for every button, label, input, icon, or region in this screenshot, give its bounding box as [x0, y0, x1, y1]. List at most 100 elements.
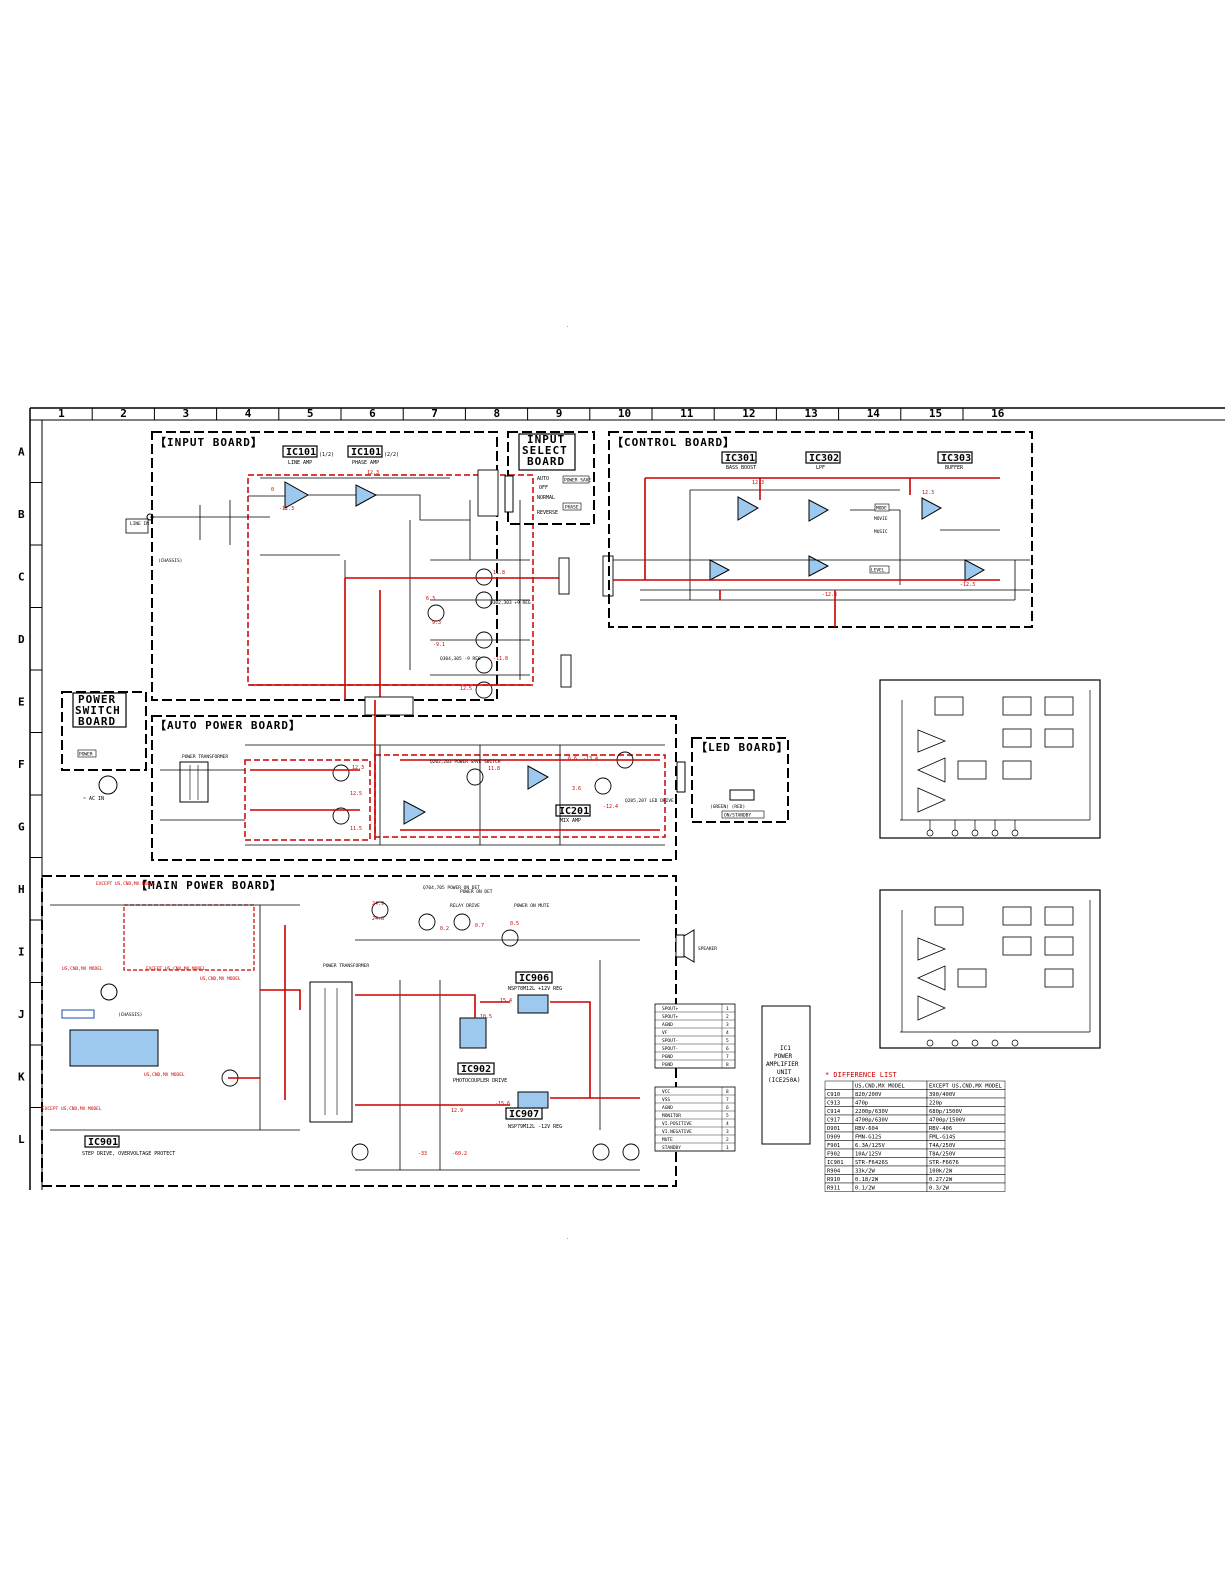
diff-cell: R910: [827, 1177, 840, 1183]
ic303b-opamp-icon: [964, 559, 986, 582]
input-chassis-label: (CHASSIS): [158, 558, 182, 564]
mode-key-label: MODE: [876, 506, 887, 512]
input-select-title-2: SELECT: [522, 444, 568, 457]
diff-cell: T4A/250V: [929, 1143, 956, 1149]
ic301-label: IC301: [725, 453, 755, 464]
q305-icon: [475, 656, 493, 674]
connector-pin-number: 7: [726, 1054, 729, 1060]
v-q908: -33: [418, 1151, 427, 1157]
amp-unit-line-2: POWER: [774, 1053, 792, 1060]
diff-cell: 2200p/630V: [855, 1109, 889, 1115]
chassis-ground-icon-3: [592, 1143, 610, 1161]
amp-unit-line-3: AMPLIFIER: [766, 1061, 799, 1068]
v-q704: 24.9: [372, 901, 384, 907]
v-q705: 0.2: [440, 926, 449, 932]
speaker-label: SPEAKER: [698, 946, 717, 952]
auto-power-board-title: 【AUTO POWER BOARD】: [155, 719, 301, 732]
select-reverse-label: REVERSE: [537, 510, 558, 516]
connector-pin-number: 3: [726, 1022, 729, 1028]
connector-pin-label: SPOUT-: [662, 1038, 678, 1044]
us-model-label-2: US,CND,MX MODEL: [200, 976, 241, 982]
select-normal-label: NORMAL: [537, 495, 555, 501]
diff-cell: IC901: [827, 1160, 844, 1166]
column-number-13: 13: [805, 407, 818, 420]
power-on-mute-label: POWER ON MUTE: [514, 903, 550, 909]
v-ic101-plus: 12.3: [367, 470, 379, 476]
diff-cell: C910: [827, 1092, 840, 1098]
level-key-label: LEVEL: [871, 568, 885, 574]
ic101-b-box: [347, 445, 383, 458]
amp-unit-line-4: UNIT: [777, 1069, 792, 1076]
q301-icon: [427, 604, 445, 622]
diff-cell: C913: [827, 1101, 840, 1107]
power-switch-board: POWER SWITCH BOARD POWER: [61, 691, 147, 771]
ic901-label: IC901: [88, 1137, 118, 1148]
ic201b-opamp-icon: [403, 800, 427, 825]
v-q707: 0.5: [510, 921, 519, 927]
ic301-opamp-icon: [737, 496, 760, 521]
column-number-16: 16: [991, 407, 1005, 420]
ic101-b-suffix: (2/2): [384, 452, 399, 458]
v-q306: 12.5: [460, 686, 472, 692]
row-letter-A: A: [18, 445, 25, 458]
select-off-label: OFF: [539, 485, 548, 491]
column-number-3: 3: [183, 407, 190, 420]
connector-pin-label: SPOUT+: [662, 1006, 679, 1012]
q202-203-label: Q202,203 POWER SAVE SWITCH: [430, 759, 501, 765]
column-number-2: 2: [120, 407, 127, 420]
connector-pin-number: 3: [726, 1129, 729, 1135]
v-ic302: -12.3: [822, 592, 837, 598]
ac-plug-icon: [98, 775, 118, 795]
connector-pin-label: AGND: [662, 1105, 673, 1111]
v-ic303: 12.3: [922, 490, 934, 496]
connector-pin-number: 6: [726, 1046, 729, 1052]
connector-pin-number: 2: [726, 1014, 729, 1020]
diff-cell: T8A/250V: [929, 1152, 956, 1158]
v-q203: 11.8: [488, 766, 500, 772]
except-model-label-1: EXCEPT US,CND,MX MODEL: [96, 881, 156, 887]
diff-cell: FMN-G12S: [855, 1135, 882, 1141]
row-letter-H: H: [18, 883, 25, 896]
diff-cell: 33k/2W: [855, 1169, 876, 1175]
v-ic101-minus: -12.3: [279, 506, 294, 512]
auto-transformer-label: POWER TRANSFORMER: [182, 754, 228, 760]
column-number-15: 15: [929, 407, 942, 420]
input-board: 【INPUT BOARD】 IC101 (1/2) LINE AMP IC101…: [125, 431, 560, 701]
v-ic303b: -12.3: [960, 582, 975, 588]
except-model-label-2: EXCEPT US,CND,MX MODEL: [146, 966, 206, 972]
v-q301b: 9.3: [432, 620, 441, 626]
on-standby-label: ON/STANDBY: [724, 813, 751, 819]
v-q303: -9.1: [433, 642, 445, 648]
connector-pin-number: 7: [726, 1097, 729, 1103]
ic101-a-box: [282, 445, 318, 458]
diff-header: US,CND,MX MODEL: [855, 1084, 905, 1090]
ic201-opamp-icon: [527, 765, 550, 790]
connector-pin-number: 4: [726, 1121, 729, 1127]
amp-unit-line-5: (ICE250A): [768, 1077, 801, 1084]
q704-icon: [371, 901, 389, 919]
row-letter-K: K: [18, 1070, 25, 1083]
ic301b-opamp-icon: [709, 559, 731, 581]
diff-cell: 390/400V: [929, 1092, 956, 1098]
column-number-6: 6: [369, 407, 376, 420]
v-q704b: 24.8: [372, 916, 384, 922]
diff-header: EXCEPT US,CND,MX MODEL: [929, 1084, 1003, 1090]
chassis-ground-icon-2: [351, 1143, 369, 1161]
ic902-desc: PHOTOCOUPLER DRIVE: [453, 1078, 507, 1084]
diff-cell: R911: [827, 1186, 840, 1192]
row-letter-I: I: [18, 945, 25, 958]
connector-pin-label: AGND: [662, 1022, 673, 1028]
diff-cell: 0.1/2W: [855, 1186, 876, 1192]
v-ic906-in: 15.4: [500, 998, 512, 1004]
row-letter-F: F: [18, 758, 25, 771]
diff-cell: 0.27/2W: [929, 1177, 953, 1183]
input-select-title-3: BOARD: [527, 455, 565, 468]
ic901-body: [69, 1029, 159, 1067]
page-mark-bottom: ·: [566, 1237, 569, 1242]
board-connectors: [364, 469, 614, 716]
ic902-label: IC902: [461, 1064, 491, 1075]
input-select-title-1: INPUT: [527, 433, 565, 446]
led-green-red-label: (GREEN) (RED): [710, 804, 745, 810]
connector-pin-label: MUTE: [662, 1137, 673, 1143]
q704-705-label: Q704,705 POWER ON DET: [423, 885, 480, 891]
